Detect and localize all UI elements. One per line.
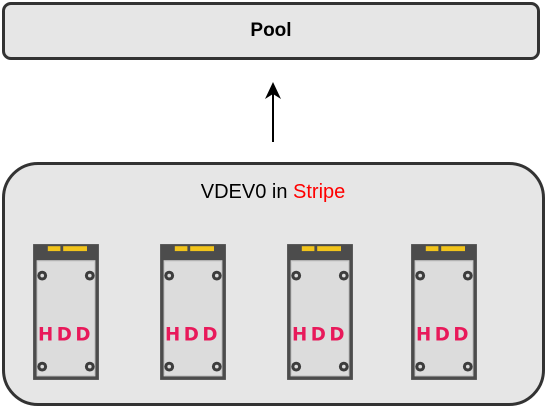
pool-box: Pool (2, 2, 540, 60)
hdd-label: HDD (165, 325, 221, 346)
hdd-icon: HDD (411, 244, 477, 380)
pool-label: Pool (250, 20, 292, 41)
hdd-label: HDD (292, 325, 348, 346)
vdev-connector: in (266, 181, 294, 203)
up-arrow-icon (265, 82, 281, 142)
hdd-icon: HDD (160, 244, 226, 380)
vdev-name: VDEV0 (200, 181, 267, 203)
hdd-icon: HDD (33, 244, 99, 380)
hdd-label: HDD (416, 325, 472, 346)
vdev-title: VDEV0 in Stripe (0, 181, 546, 204)
hdd-label: HDD (38, 325, 94, 346)
vdev-mode: Stripe (293, 181, 346, 203)
hdd-icon: HDD (287, 244, 353, 380)
